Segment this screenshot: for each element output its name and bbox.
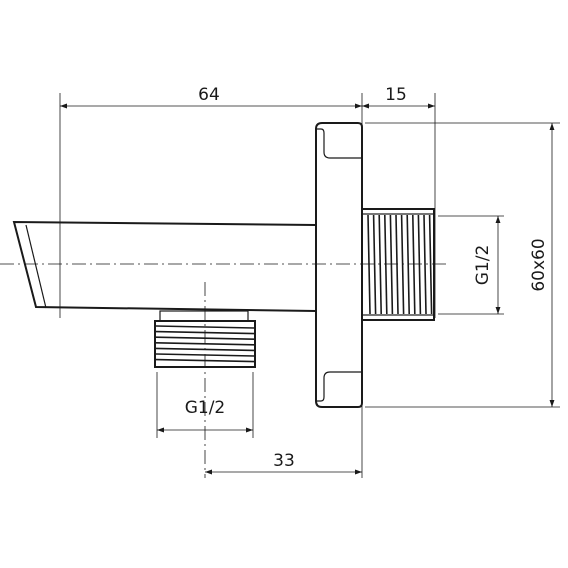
extension-lines bbox=[59, 93, 560, 478]
dim-label-33: 33 bbox=[273, 451, 295, 471]
thread-line bbox=[428, 214, 433, 315]
thread-line bbox=[389, 214, 394, 315]
dim-label-64: 64 bbox=[198, 85, 220, 105]
side-thread-connector bbox=[361, 208, 435, 321]
thread-line bbox=[406, 214, 410, 315]
dim-label-15: 15 bbox=[385, 85, 407, 105]
thread-line bbox=[400, 214, 405, 315]
dimension-side-thread: G1/2 bbox=[473, 216, 501, 314]
thread-line bbox=[412, 214, 416, 315]
thread-line bbox=[417, 214, 422, 315]
thread-line bbox=[367, 214, 371, 315]
spout-body bbox=[12, 220, 317, 312]
thread-line bbox=[372, 214, 377, 315]
dimension-bottom-thread: G1/2 bbox=[157, 398, 253, 433]
thread-line bbox=[384, 214, 388, 315]
thread-line bbox=[378, 214, 382, 315]
dim-label-60x60: 60x60 bbox=[529, 238, 549, 291]
dimension-33: 33 bbox=[205, 451, 362, 475]
dimension-60x60: 60x60 bbox=[529, 123, 555, 407]
side-thread-lines bbox=[367, 214, 433, 315]
dimension-15: 15 bbox=[362, 85, 435, 109]
thread-line bbox=[395, 214, 399, 315]
thread-line bbox=[155, 325, 255, 329]
dim-label-bottom-thread: G1/2 bbox=[185, 398, 226, 418]
thread-line bbox=[423, 214, 427, 315]
dim-label-side-thread: G1/2 bbox=[473, 245, 493, 286]
wall-flange bbox=[315, 122, 363, 408]
dimension-64: 64 bbox=[60, 85, 362, 109]
